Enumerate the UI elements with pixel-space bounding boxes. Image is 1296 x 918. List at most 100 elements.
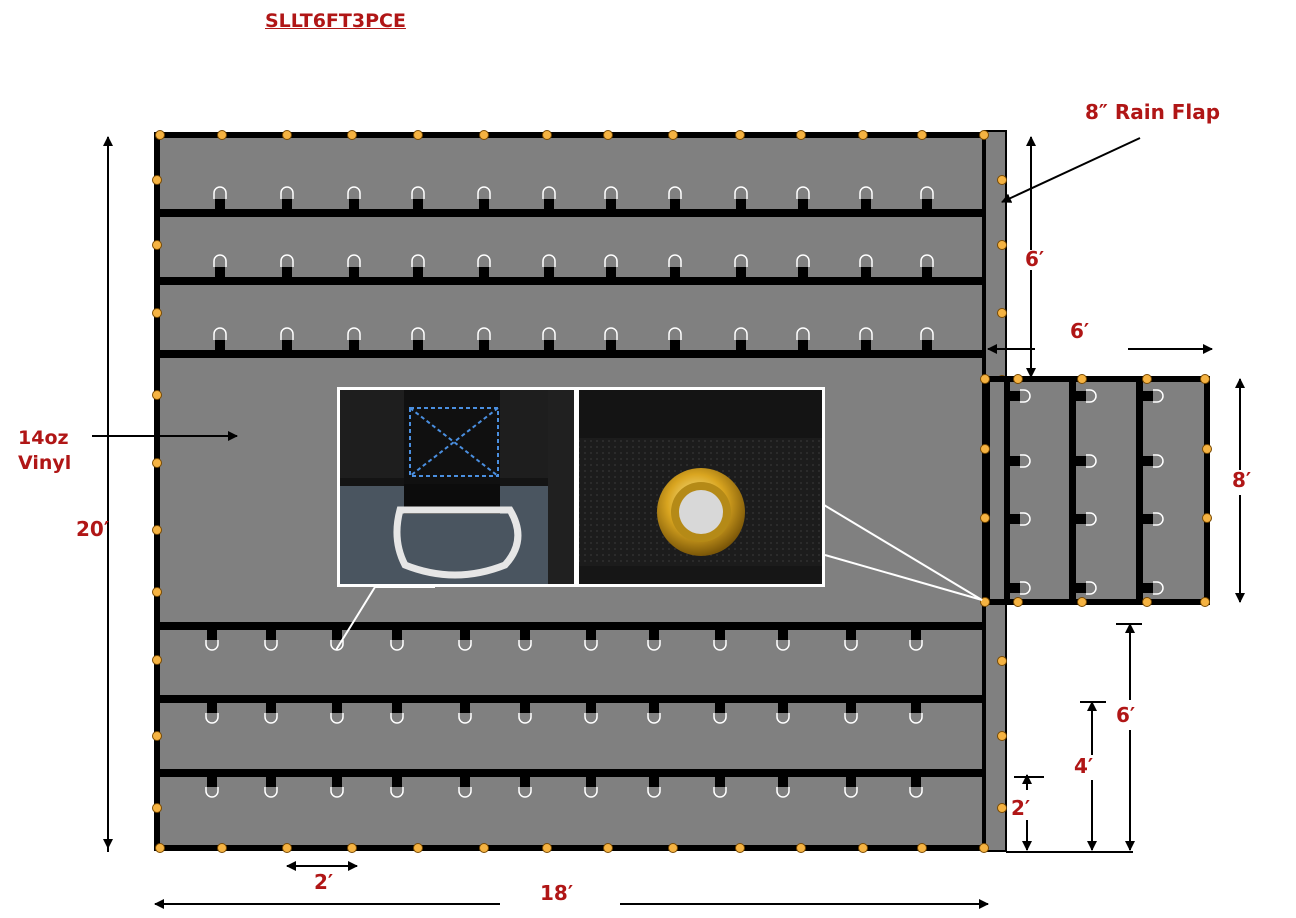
d-ring-icon: [1076, 391, 1086, 401]
grommet-icon: [980, 513, 990, 523]
drop-spacing-label: 2′: [314, 870, 333, 894]
d-ring-icon: [798, 199, 808, 209]
d-ring-icon: [846, 630, 856, 640]
d-ring-icon: [586, 630, 596, 640]
grommet-icon: [217, 843, 227, 853]
d-ring-icon: [846, 777, 856, 787]
d-ring-icon: [479, 199, 489, 209]
d-ring-icon: [215, 199, 225, 209]
grommet-icon: [1200, 597, 1210, 607]
grommet-icon: [479, 130, 489, 140]
grommet-icon: [979, 843, 989, 853]
d-ring-icon: [282, 199, 292, 209]
d-ring-icon: [544, 267, 554, 277]
grommet-icon: [997, 656, 1007, 666]
webbing-strap: [157, 277, 985, 285]
grommet-icon: [542, 843, 552, 853]
d-ring-icon: [520, 630, 530, 640]
d-ring-icon: [798, 340, 808, 350]
d-ring-icon: [736, 267, 746, 277]
grommet-icon: [282, 130, 292, 140]
d-ring-icon: [479, 340, 489, 350]
grommet-icon: [735, 130, 745, 140]
flap-drop-label: 6′: [1025, 247, 1044, 271]
part-number-title: SLLT6FT3PCE: [265, 10, 406, 32]
grommet-icon: [980, 374, 990, 384]
grommet-icon: [980, 444, 990, 454]
grommet-icon: [1142, 597, 1152, 607]
grommet-icon: [542, 130, 552, 140]
d-ring-icon: [715, 777, 725, 787]
d-ring-icon: [670, 267, 680, 277]
grommet-icon: [997, 308, 1007, 318]
d-ring-icon: [1143, 456, 1153, 466]
grommet-icon: [997, 240, 1007, 250]
d-ring-icon: [606, 267, 616, 277]
d-ring-icon: [922, 340, 932, 350]
grommet-icon: [1200, 374, 1210, 384]
d-ring-rows: [205, 186, 934, 798]
d-ring-icon: [649, 630, 659, 640]
d-ring-icon: [861, 340, 871, 350]
grommet-icon: [413, 843, 423, 853]
grommet-icon: [858, 843, 868, 853]
d-ring-icon: [670, 340, 680, 350]
grommet-icon: [152, 458, 162, 468]
d-ring-icon: [861, 267, 871, 277]
d-ring-icon: [736, 340, 746, 350]
grommet-icon: [917, 130, 927, 140]
d-ring-icon: [861, 199, 871, 209]
grommet-icon: [997, 175, 1007, 185]
d-ring-icon: [1076, 583, 1086, 593]
d-ring-icon: [266, 703, 276, 713]
d-ring-icon: [460, 703, 470, 713]
grommet-icon: [979, 130, 989, 140]
d-ring-icon: [649, 777, 659, 787]
d-ring-icon: [922, 267, 932, 277]
grommet-icon: [282, 843, 292, 853]
grommet-icon: [1142, 374, 1152, 384]
grommet-icon: [1077, 374, 1087, 384]
d-ring-icon: [207, 777, 217, 787]
d-ring-icon: [266, 777, 276, 787]
d-ring-icon: [911, 777, 921, 787]
grommet-icon: [152, 587, 162, 597]
grommet-icon: [1013, 374, 1023, 384]
d-ring-icon: [520, 777, 530, 787]
grommet-icon: [668, 843, 678, 853]
d-ring-icon: [736, 199, 746, 209]
d-ring-icon: [215, 267, 225, 277]
grommet-icon: [858, 130, 868, 140]
d-ring-icon: [1010, 514, 1020, 524]
grommet-icon: [735, 843, 745, 853]
grommet-icon: [347, 843, 357, 853]
d-ring-icon: [282, 267, 292, 277]
d-ring-icon: [670, 199, 680, 209]
d-ring-icon: [266, 630, 276, 640]
d-ring-icon: [413, 199, 423, 209]
d-ring-icon: [460, 777, 470, 787]
d-ring-icon: [715, 703, 725, 713]
d-ring-icon: [649, 703, 659, 713]
webbing-straps: [157, 209, 985, 777]
grommet-icon: [479, 843, 489, 853]
grommet-icon: [796, 130, 806, 140]
grommet-icon: [152, 240, 162, 250]
webbing-strap: [157, 622, 985, 630]
grommet-icon: [152, 175, 162, 185]
grommet-icon: [413, 130, 423, 140]
d-ring-inset-photo: [337, 387, 577, 587]
material-label-line1: 14oz: [18, 427, 69, 449]
flap-height-label: 8′: [1232, 468, 1251, 492]
d-ring-icon: [778, 630, 788, 640]
grommet-icon: [980, 597, 990, 607]
d-ring-icon: [586, 777, 596, 787]
d-ring-icon: [207, 703, 217, 713]
d-ring-icon: [332, 777, 342, 787]
d-ring-icon: [544, 199, 554, 209]
dimension-label-4ft: 4′: [1074, 754, 1093, 778]
d-ring-icon: [922, 199, 932, 209]
d-ring-icon: [392, 630, 402, 640]
d-ring-icon: [349, 340, 359, 350]
